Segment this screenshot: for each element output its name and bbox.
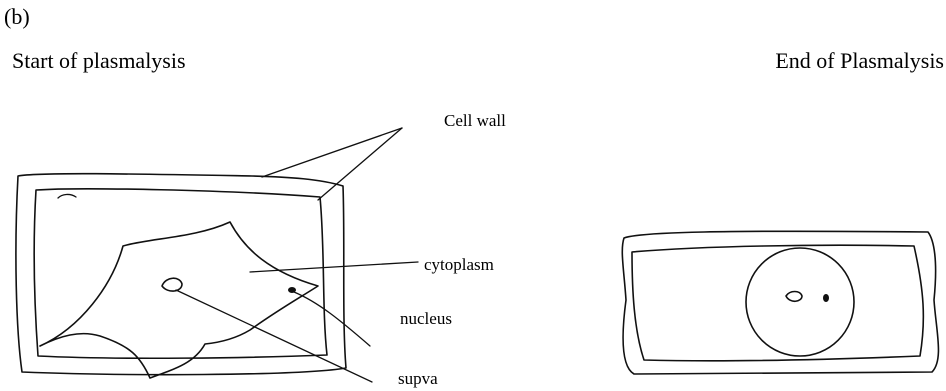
cytoplasm-leader (250, 262, 418, 272)
label-cytoplasm: cytoplasm (424, 255, 494, 274)
left-diagram-title: Start of plasmalysis (12, 48, 186, 73)
left-cell (16, 128, 418, 382)
label-cell-wall: Cell wall (444, 111, 506, 130)
label-nucleus: nucleus (400, 309, 452, 328)
vacuole-leader (176, 290, 372, 382)
right-vacuole-blob (786, 292, 802, 302)
right-cell (622, 231, 938, 374)
left-nucleus-blob (162, 278, 182, 291)
cell-wall-leader-1 (262, 128, 402, 177)
right-cell-wall-inner (632, 245, 923, 361)
label-vacuole: supva (398, 369, 438, 388)
part-label: (b) (4, 4, 30, 29)
left-cytoplasm-shape (40, 222, 318, 378)
left-cell-wall-inner (34, 189, 327, 358)
cell-wall-leader-2 (318, 128, 402, 200)
right-protoplast (746, 248, 854, 356)
right-diagram-title: End of Plasmalysis (775, 48, 944, 73)
left-cell-wall-outer (16, 174, 346, 375)
nucleus-leader (294, 292, 370, 346)
right-nucleus-dot (823, 294, 829, 302)
left-cell-membrane-corner (58, 194, 76, 198)
